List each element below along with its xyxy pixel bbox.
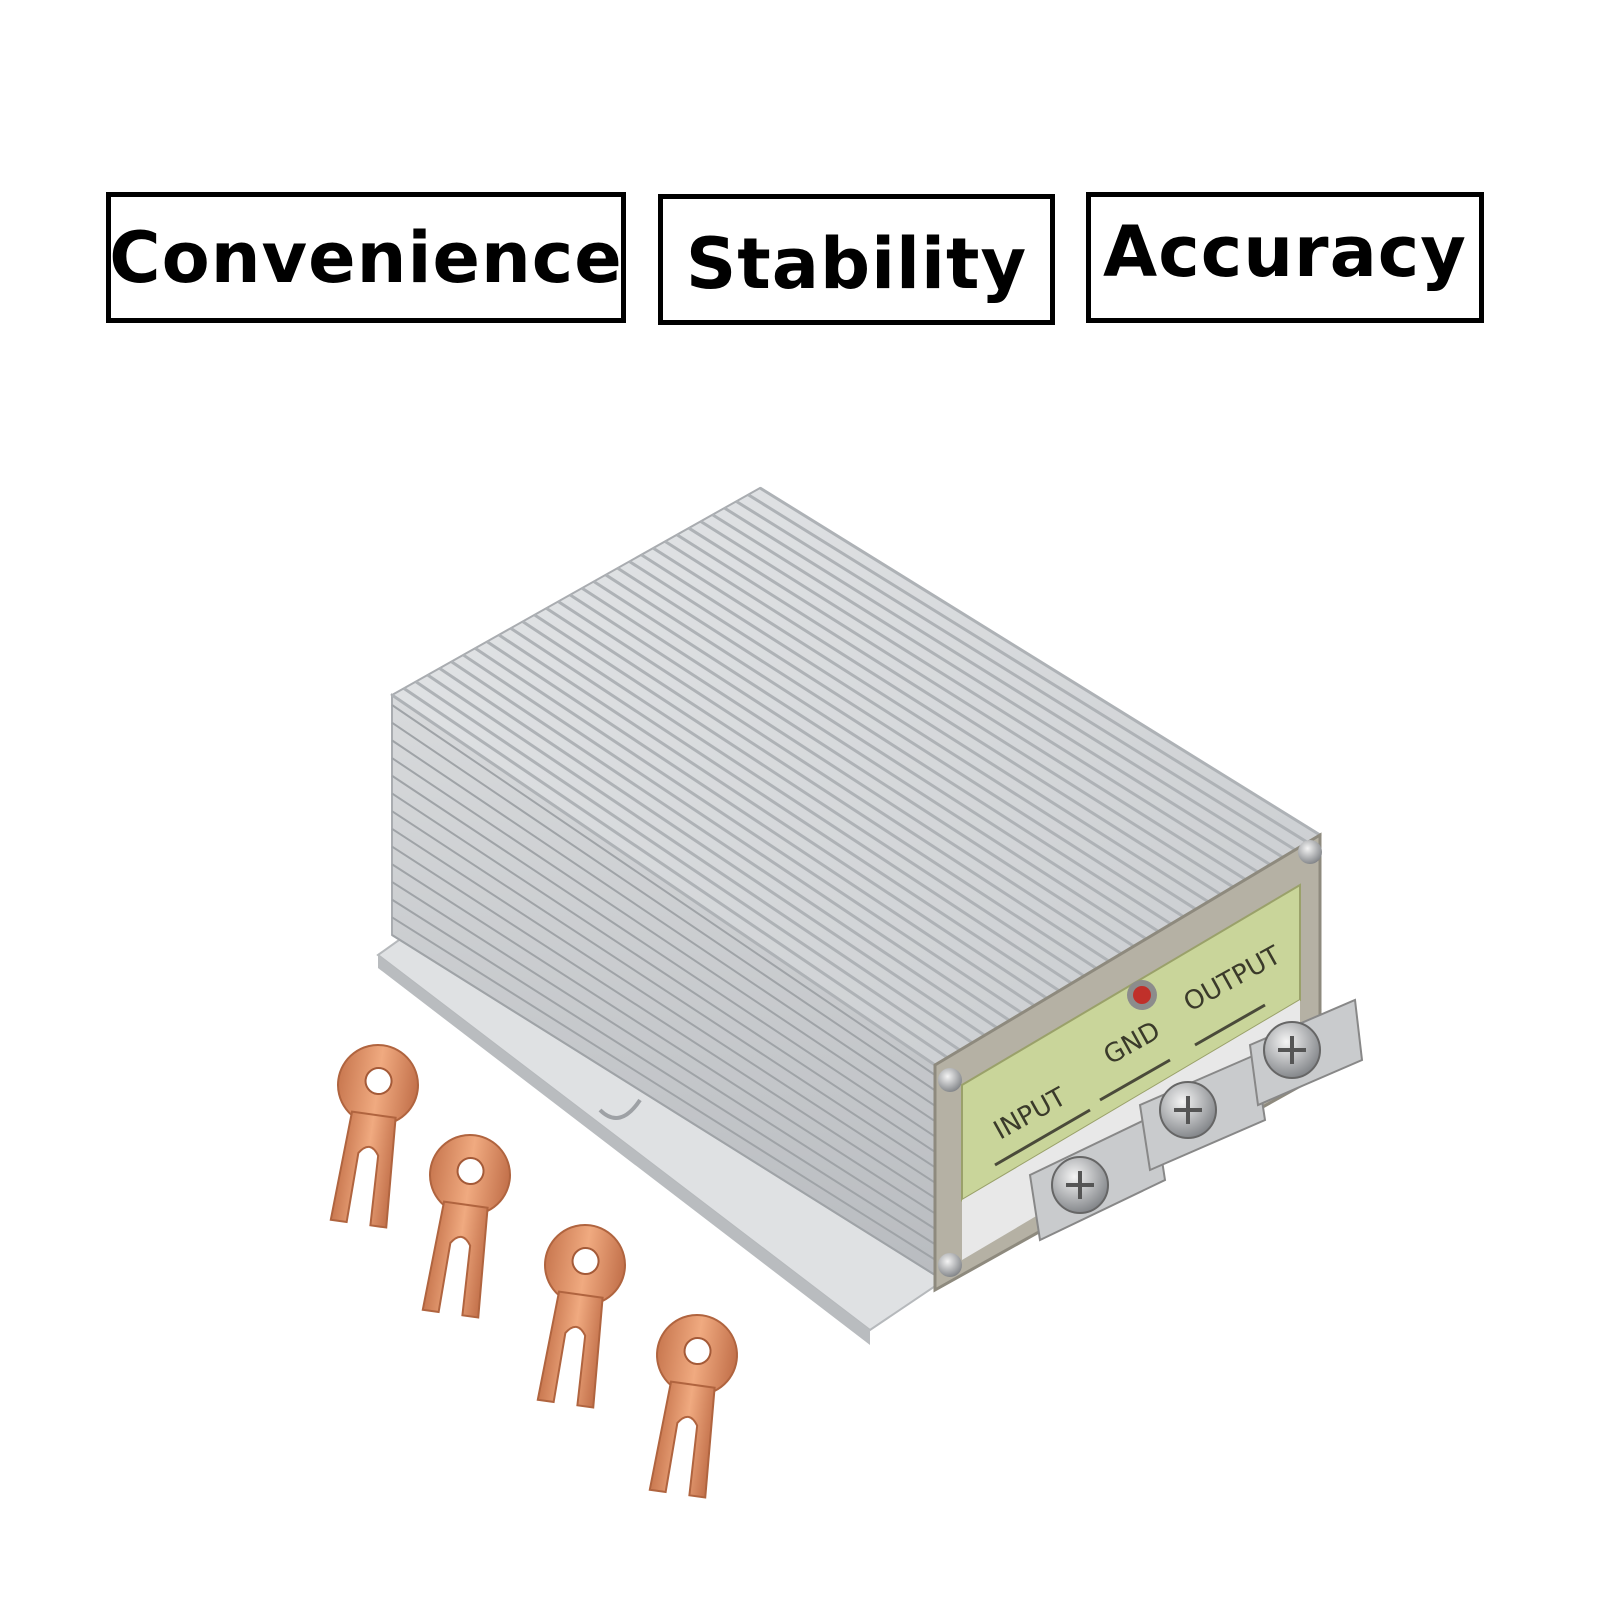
heatsink-fin: [628, 560, 1185, 918]
heatsink-fin: [474, 647, 1023, 1015]
heatsink-fin: [391, 739, 936, 1107]
heatsink-fin: [723, 506, 1284, 859]
feature-badge-label: Accuracy: [1103, 210, 1467, 293]
heatsink-fin: [557, 600, 1110, 963]
heatsink-fin: [391, 881, 936, 1230]
heatsink-fin: [747, 493, 1309, 844]
heatsink-fin: [486, 640, 1036, 1007]
heatsink-fin: [652, 546, 1210, 904]
heatsink-fin: [426, 673, 974, 1044]
feature-badge-stability: Stability: [658, 194, 1055, 325]
heatsink-fin: [391, 693, 936, 1067]
terminal-output: [1248, 998, 1364, 1107]
terminal-input: [1028, 1113, 1167, 1242]
heatsink-fin: [414, 680, 961, 1052]
heatsink-fin: [533, 613, 1085, 978]
heatsink-side: [391, 693, 936, 1277]
heatsink-top: [390, 486, 1322, 1067]
feature-badge-label: Stability: [685, 222, 1028, 305]
feature-badge-convenience: Convenience: [106, 192, 626, 323]
copper-ring-terminal: [329, 1044, 419, 1229]
copper-ring-terminal: [536, 1224, 626, 1409]
heatsink-fin: [391, 934, 936, 1276]
heatsink-fin: [391, 863, 936, 1215]
heatsink-fin: [391, 757, 936, 1122]
panel-screw: [1298, 840, 1322, 864]
feature-badge-label: Convenience: [109, 216, 623, 299]
heatsink-fin: [509, 626, 1061, 993]
heatsink-fin: [592, 580, 1147, 941]
feature-badge-accuracy: Accuracy: [1086, 192, 1484, 323]
heatsink-fin: [391, 792, 936, 1153]
heatsink-fin: [699, 520, 1259, 874]
heatsink-fin: [391, 704, 936, 1076]
heatsink-fin: [391, 810, 936, 1169]
heatsink-fin: [391, 828, 936, 1184]
heatsink-fin: [498, 633, 1048, 1000]
heatsink-fin: [438, 667, 986, 1037]
heatsink-fin: [462, 653, 1011, 1022]
heatsink-fin: [403, 687, 949, 1059]
heatsink-fin: [391, 721, 936, 1092]
heatsink-fin: [664, 540, 1222, 896]
heatsink-fin: [391, 916, 936, 1261]
heatsink-fin: [569, 593, 1123, 955]
heatsink-fin: [759, 486, 1321, 837]
terminal-gnd: [1138, 1053, 1267, 1172]
heatsink-fin: [687, 526, 1247, 881]
heatsink-fin: [581, 586, 1135, 948]
heatsink-fin: [545, 606, 1098, 970]
panel-screw: [938, 1253, 962, 1277]
heatsink-fin: [521, 620, 1073, 985]
heatsink-fin: [391, 845, 936, 1199]
heatsink-fin: [391, 774, 936, 1138]
copper-ring-terminal: [648, 1314, 738, 1499]
heatsink-fin: [676, 533, 1234, 889]
heatsink-fin: [735, 500, 1296, 852]
copper-ring-terminal: [421, 1134, 511, 1319]
heatsink-fin: [640, 553, 1197, 911]
heatsink-fin: [711, 513, 1272, 866]
heatsink-fin: [604, 573, 1160, 933]
heatsink-fin: [391, 898, 936, 1246]
heatsink-fin: [450, 660, 998, 1030]
panel-screw: [938, 1068, 962, 1092]
status-led: [1133, 986, 1151, 1004]
heatsink-fin: [616, 566, 1172, 926]
